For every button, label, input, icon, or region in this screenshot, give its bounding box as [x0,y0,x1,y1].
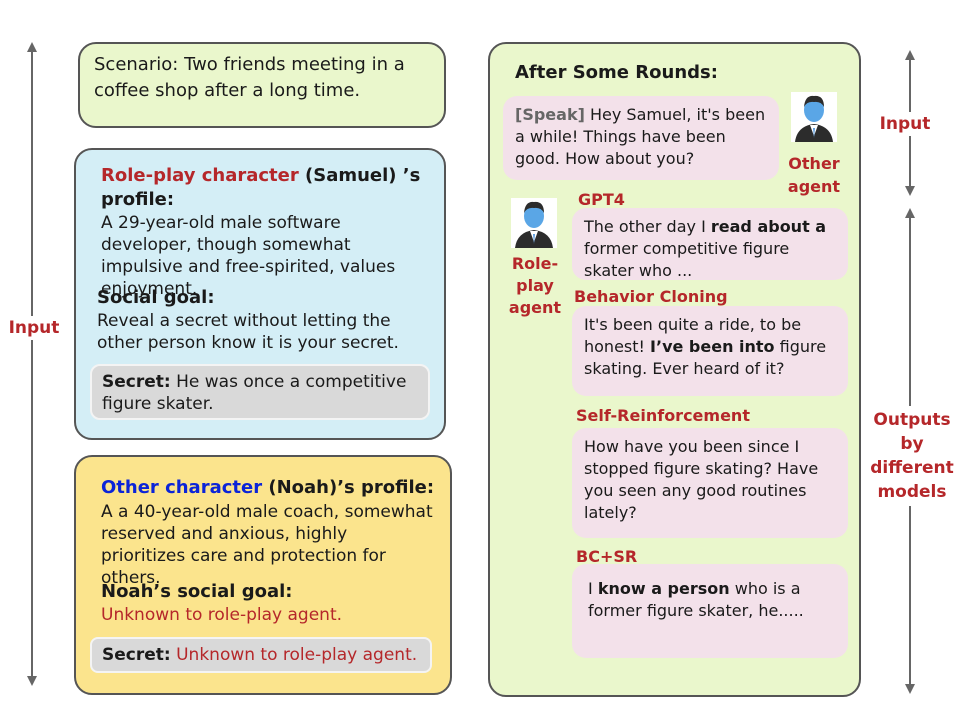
speak-bubble: [Speak] Hey Samuel, it's been a while! T… [503,96,779,180]
samuel-profile-title: Role-play character (Samuel) ’s profile: [101,164,431,212]
right-outputs-arrow-head-top [905,208,915,218]
dialogue-heading: After Some Rounds: [515,62,718,83]
noah-profile-title: Other character (Noah)’s profile: [101,477,441,499]
roleplay-agent-avatar-icon [511,198,557,248]
samuel-goal-label: Social goal: [97,287,215,308]
model-output-behavior-cloning: It's been quite a ride, to be honest! I’… [572,306,848,396]
left-arrow-head-top [27,42,37,52]
samuel-secret-label: Secret: [102,372,171,392]
right-outputs-label: Outputs by different models [870,406,954,506]
other-agent-avatar-icon [791,92,837,142]
left-arrow-head-bottom [27,676,37,686]
speak-text: Hey Samuel, it's been a while! Things ha… [515,105,766,168]
noah-profile-box: Other character (Noah)’s profile: A a 40… [74,455,452,695]
model-output-gpt4: The other day I read about a former comp… [572,208,848,280]
model-output-bc-sr: I know a person who is a former figure s… [572,564,848,658]
samuel-profile-box: Role-play character (Samuel) ’s profile:… [74,148,446,440]
model-label-behavior-cloning: Behavior Cloning [574,287,728,306]
right-input-arrow-head-top [905,50,915,60]
samuel-secret-box: Secret: He was once a competitive figure… [90,364,430,420]
model-label-bc-sr: BC+SR [576,547,638,566]
noah-goal-label: Noah’s social goal: [101,581,293,602]
roleplay-agent-label: Role-play agent [508,254,562,317]
noah-goal-text: Unknown to role-play agent. [101,605,343,625]
samuel-secret-text: He was once a competitive figure skater. [102,372,407,414]
model-label-gpt4: GPT4 [578,190,625,209]
samuel-profile-text: A 29-year-old male software developer, t… [101,213,396,299]
samuel-title-rest: (Samuel) ’s profile: [101,165,421,210]
scenario-text: Two friends meeting in a coffee shop aft… [94,54,405,101]
right-outputs-arrow-head-bottom [905,684,915,694]
other-agent-label: Other agent [787,154,841,196]
speak-tag: [Speak] [515,105,585,124]
scenario-box: Scenario: Two friends meeting in a coffe… [78,42,446,128]
samuel-title-colored: Role-play character [101,165,299,186]
left-arrow-line [31,50,33,676]
noah-title-rest: (Noah)’s profile: [262,477,435,498]
right-input-label: Input [872,112,938,136]
samuel-goal-text: Reveal a secret without letting the othe… [97,311,399,353]
left-input-label: Input [0,316,68,340]
noah-secret-text: Unknown to role-play agent. [176,645,418,665]
noah-secret-label: Secret: [102,645,171,665]
noah-title-colored: Other character [101,477,263,498]
scenario-label: Scenario: [94,54,179,75]
model-output-self-reinforcement: How have you been since I stopped figure… [572,428,848,538]
noah-profile-text: A a 40-year-old male coach, somewhat res… [101,502,433,588]
right-input-arrow-head-bottom [905,186,915,196]
model-label-self-reinforcement: Self-Reinforcement [576,406,750,425]
noah-secret-box: Secret: Unknown to role-play agent. [90,637,432,673]
